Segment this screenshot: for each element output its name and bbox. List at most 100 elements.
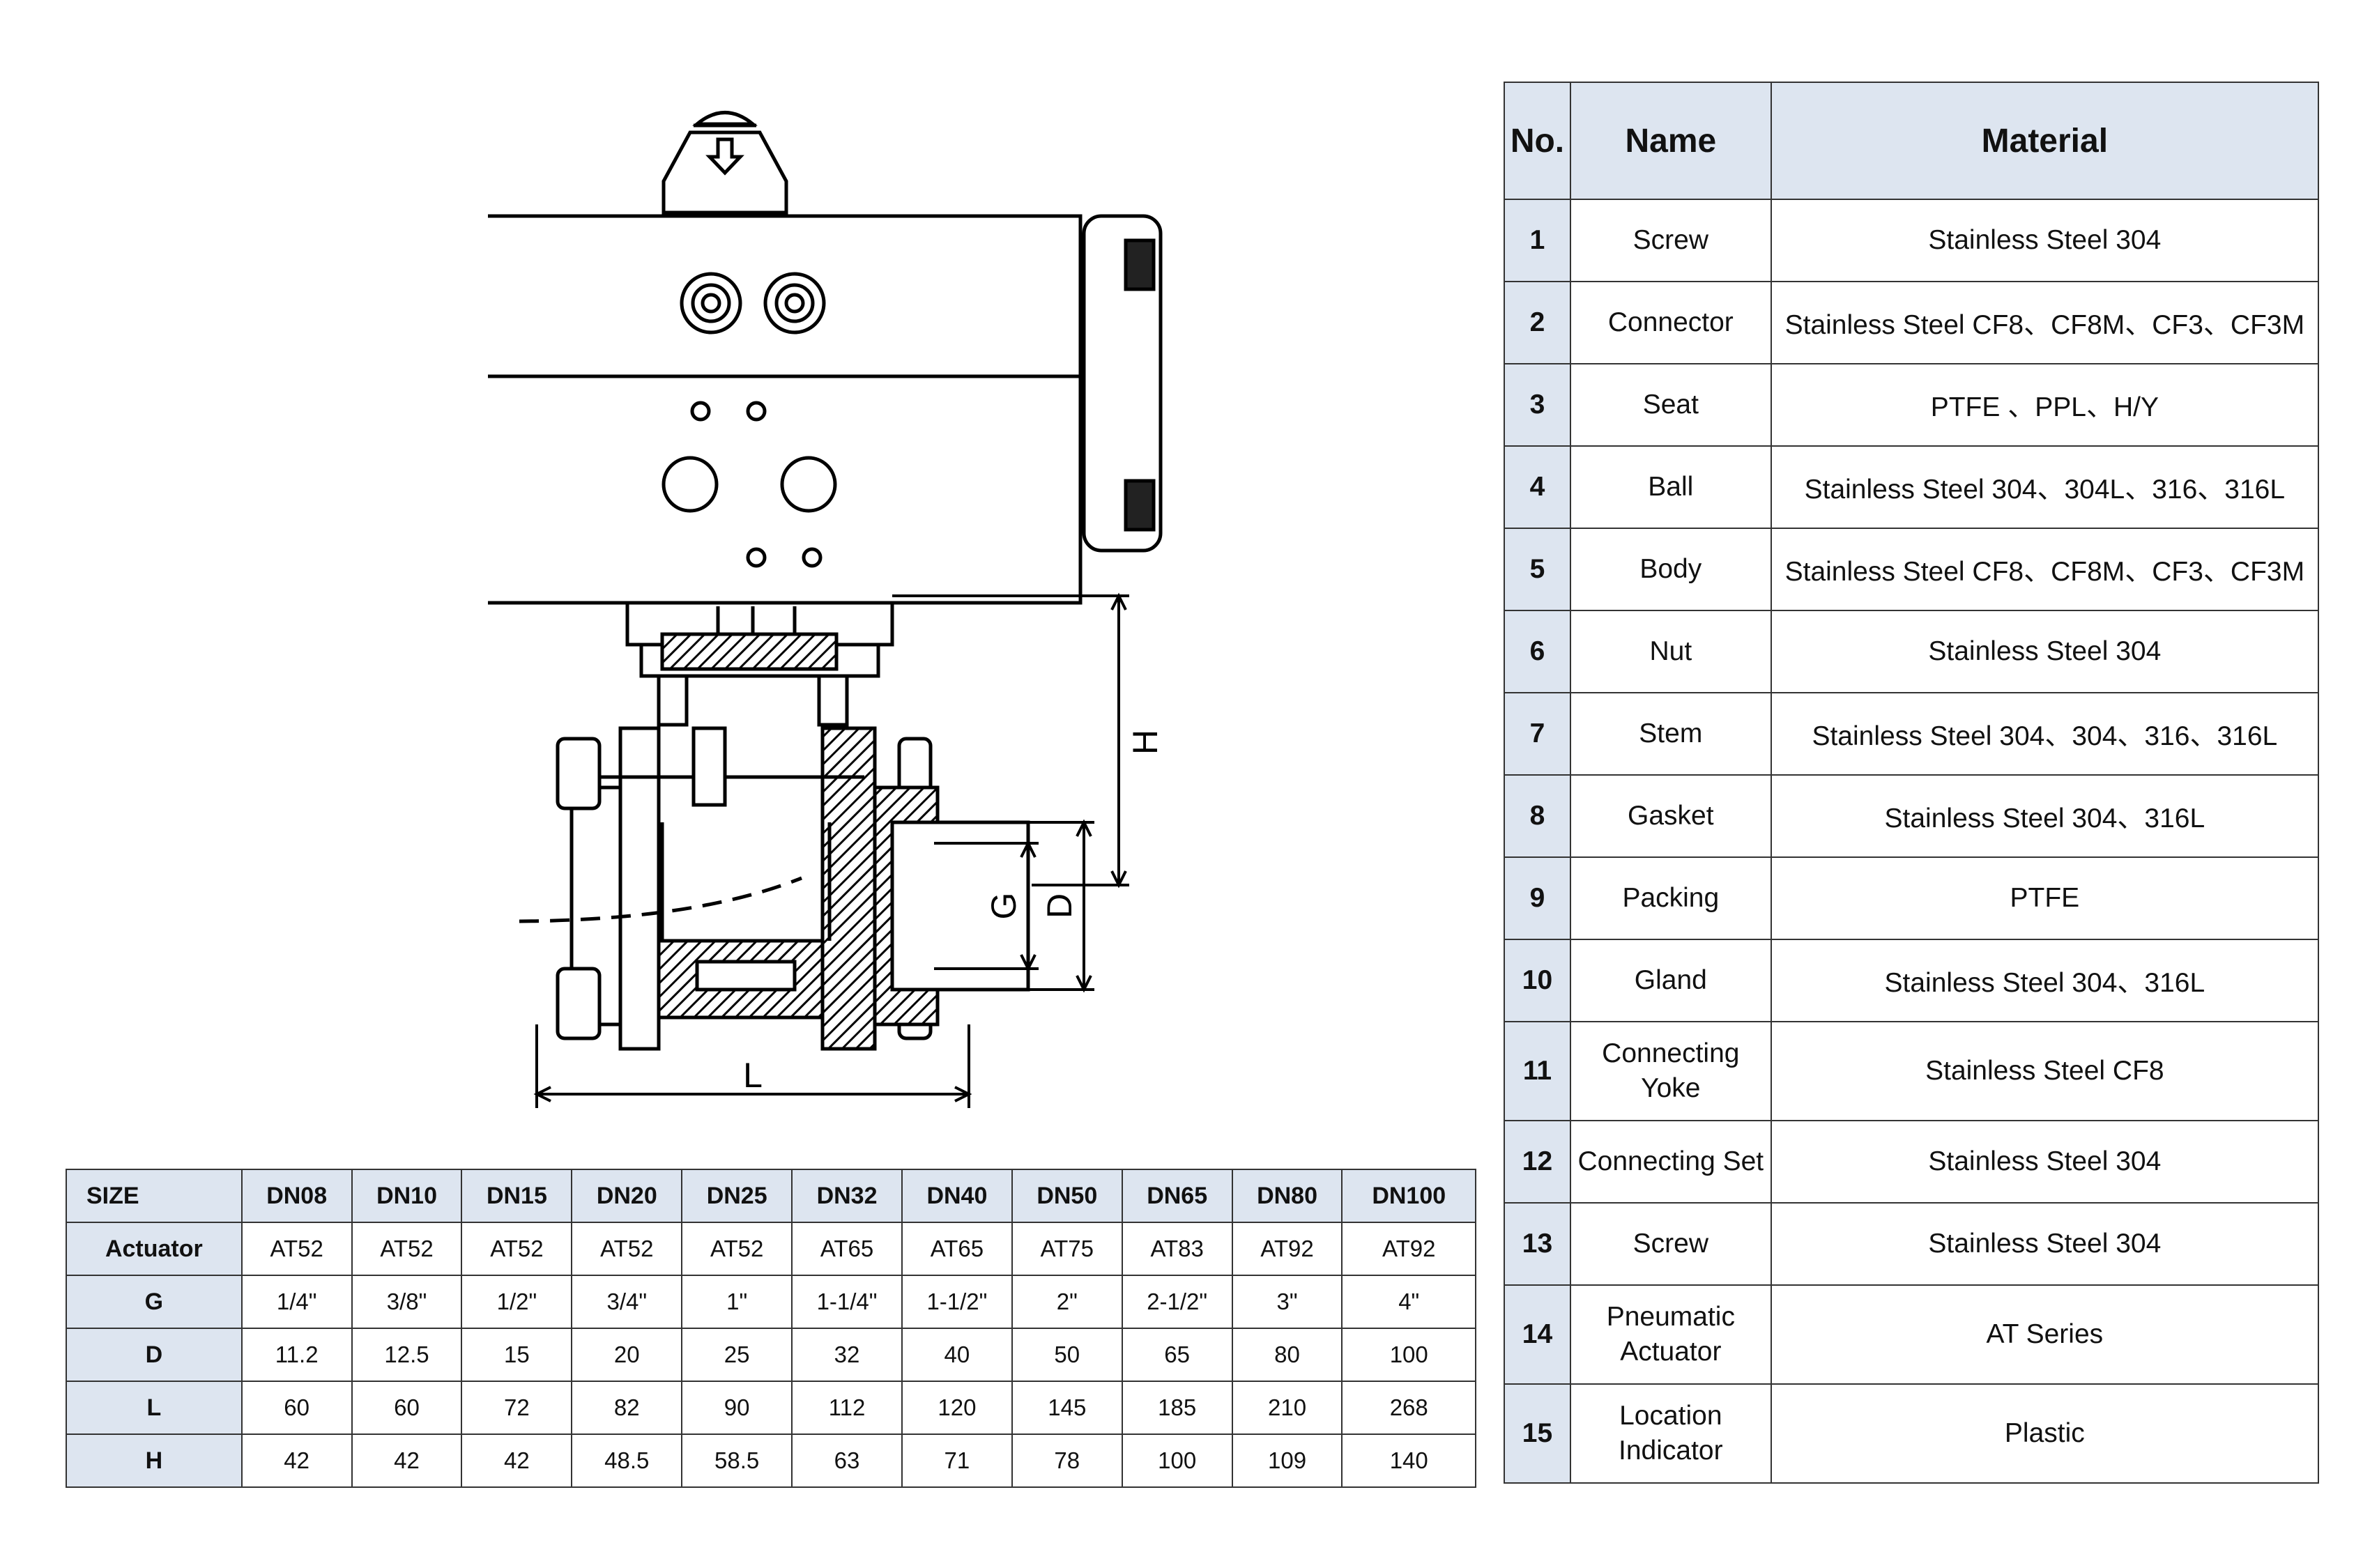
size-header-cell: SIZE (66, 1169, 243, 1223)
parts-table-row: 6 Nut Stainless Steel 304 (1504, 610, 2320, 693)
size-table-cell: 72 (461, 1381, 573, 1435)
parts-header-name: Name (1569, 82, 1772, 200)
part-name-line: Indicator (1619, 1436, 1723, 1466)
part-number: 15 (1504, 1383, 1571, 1484)
size-table-cell: 112 (791, 1381, 903, 1435)
size-header-cell: DN32 (791, 1169, 903, 1223)
parts-header-material: Material (1770, 82, 2320, 200)
size-header-cell: DN10 (351, 1169, 463, 1223)
dimension-h-label: H (1126, 730, 1165, 755)
size-table-cell: 82 (571, 1381, 683, 1435)
part-name: Gasket (1569, 774, 1772, 858)
size-table-cell: 268 (1341, 1381, 1476, 1435)
size-table-cell: 42 (240, 1434, 353, 1488)
part-material: Plastic (1770, 1383, 2320, 1484)
size-table-cell: 3/8" (351, 1275, 463, 1329)
part-name: Gland (1569, 939, 1772, 1022)
part-number: 13 (1504, 1202, 1571, 1286)
part-material: Stainless Steel CF8、CF8M、CF3、CF3M (1770, 281, 2320, 364)
size-header-cell: DN65 (1121, 1169, 1233, 1223)
part-name-line: Seat (1642, 390, 1699, 420)
size-table-cell: 100 (1121, 1434, 1233, 1488)
part-material: Stainless Steel 304 (1770, 1120, 2320, 1204)
size-table-cell: 25 (681, 1328, 793, 1382)
size-table-cell: AT83 (1121, 1222, 1233, 1276)
size-table-cell: 12.5 (351, 1328, 463, 1382)
part-number: 1 (1504, 199, 1571, 282)
size-table-cell: 145 (1011, 1381, 1123, 1435)
parts-header-no: No. (1504, 82, 1571, 200)
part-material: AT Series (1770, 1284, 2320, 1385)
part-name-line: Packing (1622, 883, 1720, 913)
size-table: SIZE DN08 DN10 DN15 DN20 DN25 DN32 DN40 … (66, 1169, 1476, 1488)
size-row-label: Actuator (66, 1222, 243, 1276)
part-name: Connector (1569, 281, 1772, 364)
connecting-yoke (625, 601, 894, 727)
size-header-cell: DN08 (240, 1169, 353, 1223)
size-header-cell: DN25 (681, 1169, 793, 1223)
size-table-cell: 20 (571, 1328, 683, 1382)
part-material: Stainless Steel 304 (1770, 1202, 2320, 1286)
size-table-cell: 42 (461, 1434, 573, 1488)
size-table-cell: AT65 (901, 1222, 1013, 1276)
size-table-cell: 71 (901, 1434, 1013, 1488)
dimension-g-label: G (984, 893, 1023, 920)
part-number: 5 (1504, 528, 1571, 611)
size-table-cell: 48.5 (571, 1434, 683, 1488)
part-name-line: Nut (1649, 636, 1692, 666)
part-name-line: Gasket (1628, 801, 1714, 831)
size-table-cell: AT52 (461, 1222, 573, 1276)
parts-table-header: No. Name Material (1504, 82, 2320, 200)
size-table-cell: 42 (351, 1434, 463, 1488)
part-material: PTFE (1770, 856, 2320, 940)
size-table-cell: 60 (240, 1381, 353, 1435)
size-table-cell: 78 (1011, 1434, 1123, 1488)
location-indicator (662, 111, 788, 215)
part-material: Stainless Steel CF8、CF8M、CF3、CF3M (1770, 528, 2320, 611)
part-name-line: Ball (1648, 472, 1694, 502)
part-number: 8 (1504, 774, 1571, 858)
size-table-cell: 1" (681, 1275, 793, 1329)
part-name-line: Stem (1639, 718, 1703, 748)
part-number: 11 (1504, 1021, 1571, 1121)
size-table-cell: 4" (1341, 1275, 1476, 1329)
part-name-line: Location (1619, 1401, 1722, 1431)
size-table-cell: 140 (1341, 1434, 1476, 1488)
size-header-cell: DN20 (571, 1169, 683, 1223)
size-table-cell: 2-1/2" (1121, 1275, 1233, 1329)
size-table-cell: AT92 (1341, 1222, 1476, 1276)
size-table-cell: 1/2" (461, 1275, 573, 1329)
part-name-line: Actuator (1620, 1337, 1722, 1367)
part-material: Stainless Steel 304 (1770, 610, 2320, 693)
part-number: 2 (1504, 281, 1571, 364)
part-name: Screw (1569, 1202, 1772, 1286)
size-table-cell: 1/4" (240, 1275, 353, 1329)
part-material: Stainless Steel 304、304、316、316L (1770, 692, 2320, 776)
size-table-cell: 63 (791, 1434, 903, 1488)
part-number: 12 (1504, 1120, 1571, 1204)
part-number: 6 (1504, 610, 1571, 693)
size-table-cell: 40 (901, 1328, 1013, 1382)
size-table-cell: 11.2 (240, 1328, 353, 1382)
size-table-cell: 60 (351, 1381, 463, 1435)
size-row-label: L (66, 1381, 243, 1435)
part-name: Seat (1569, 363, 1772, 447)
part-name: Stem (1569, 692, 1772, 776)
part-number: 10 (1504, 939, 1571, 1022)
part-material: Stainless Steel 304、304L、316、316L (1770, 445, 2320, 529)
size-table-cell: 1-1/4" (791, 1275, 903, 1329)
